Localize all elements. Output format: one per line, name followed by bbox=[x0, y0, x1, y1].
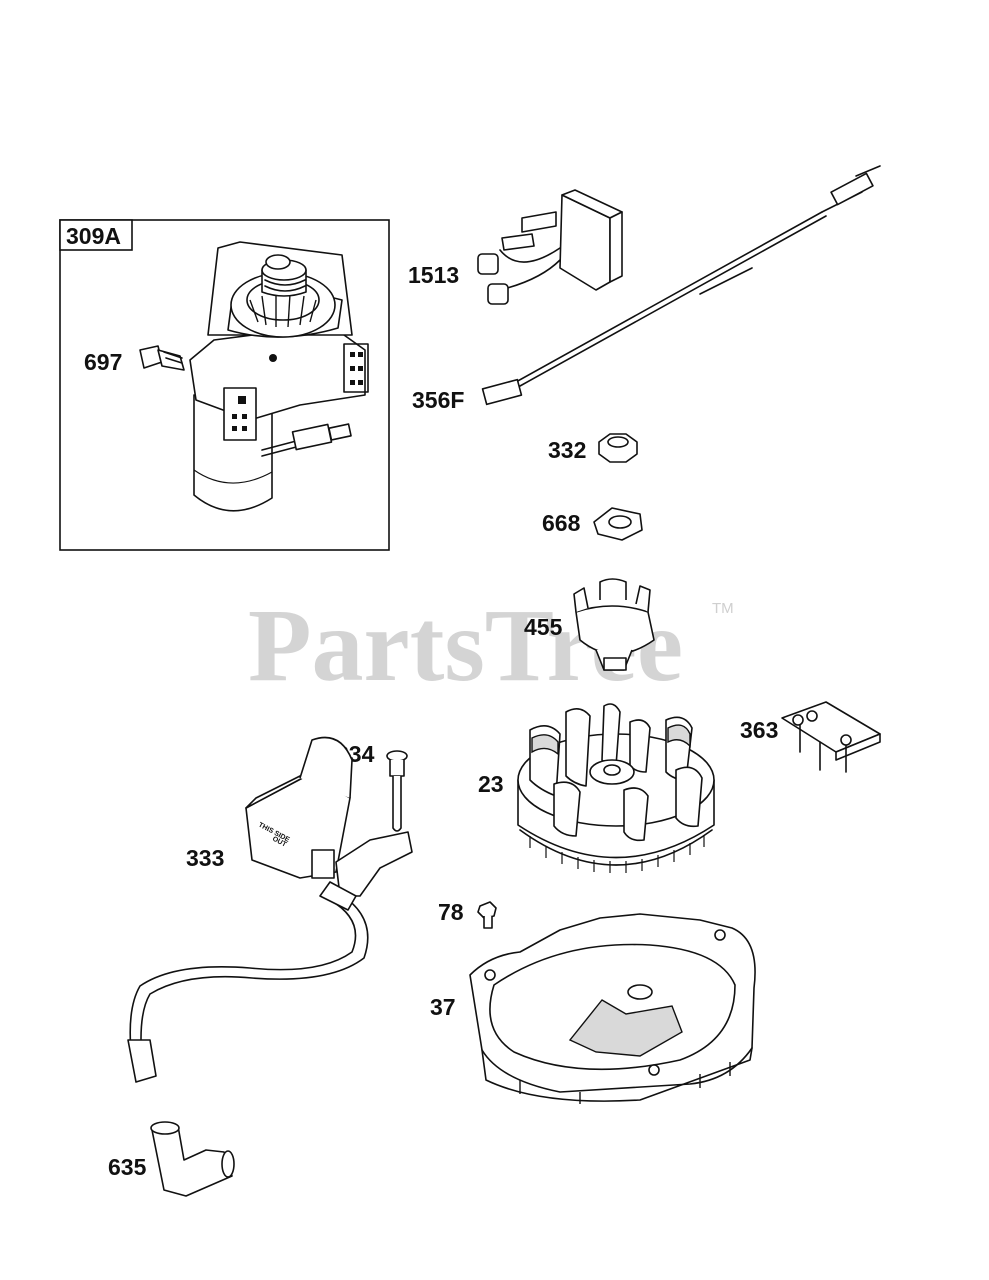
part-1513-module[interactable] bbox=[477, 189, 623, 305]
part-697-bolt[interactable] bbox=[139, 345, 185, 371]
part-label-37: 37 bbox=[430, 994, 456, 1020]
part-label-363: 363 bbox=[740, 717, 778, 743]
part-635-spark-plug-boot[interactable] bbox=[150, 1121, 235, 1197]
part-668-washer[interactable] bbox=[593, 507, 643, 541]
part-label-635: 635 bbox=[108, 1154, 147, 1180]
part-78-bolt[interactable] bbox=[477, 901, 497, 929]
part-label-23: 23 bbox=[478, 771, 504, 797]
part-label-356f: 356F bbox=[412, 387, 464, 413]
kit-box-label: 309A bbox=[66, 223, 121, 249]
part-455-cup[interactable] bbox=[573, 578, 655, 671]
part-label-332: 332 bbox=[548, 437, 586, 463]
watermark: PartsTree TM bbox=[248, 588, 734, 703]
part-23-flywheel[interactable] bbox=[517, 703, 715, 873]
part-label-78: 78 bbox=[438, 899, 464, 925]
part-356f-wire[interactable] bbox=[481, 165, 881, 406]
part-334-screw[interactable] bbox=[386, 750, 408, 832]
part-label-668: 668 bbox=[542, 510, 581, 536]
starter-motor-drawing[interactable] bbox=[189, 241, 369, 512]
kit-box-309a[interactable]: 309A bbox=[59, 219, 390, 551]
part-label-697: 697 bbox=[84, 349, 122, 375]
watermark-trademark: TM bbox=[712, 600, 734, 617]
part-label-333: 333 bbox=[186, 845, 224, 871]
part-363-bracket[interactable] bbox=[781, 701, 881, 773]
part-label-1513: 1513 bbox=[408, 262, 459, 288]
part-label-455: 455 bbox=[524, 614, 563, 640]
part-37-blower-housing[interactable] bbox=[469, 913, 756, 1104]
part-332-nut[interactable] bbox=[598, 433, 638, 463]
part-333-ignition-coil[interactable]: THIS SIDE OUT bbox=[127, 736, 413, 1083]
